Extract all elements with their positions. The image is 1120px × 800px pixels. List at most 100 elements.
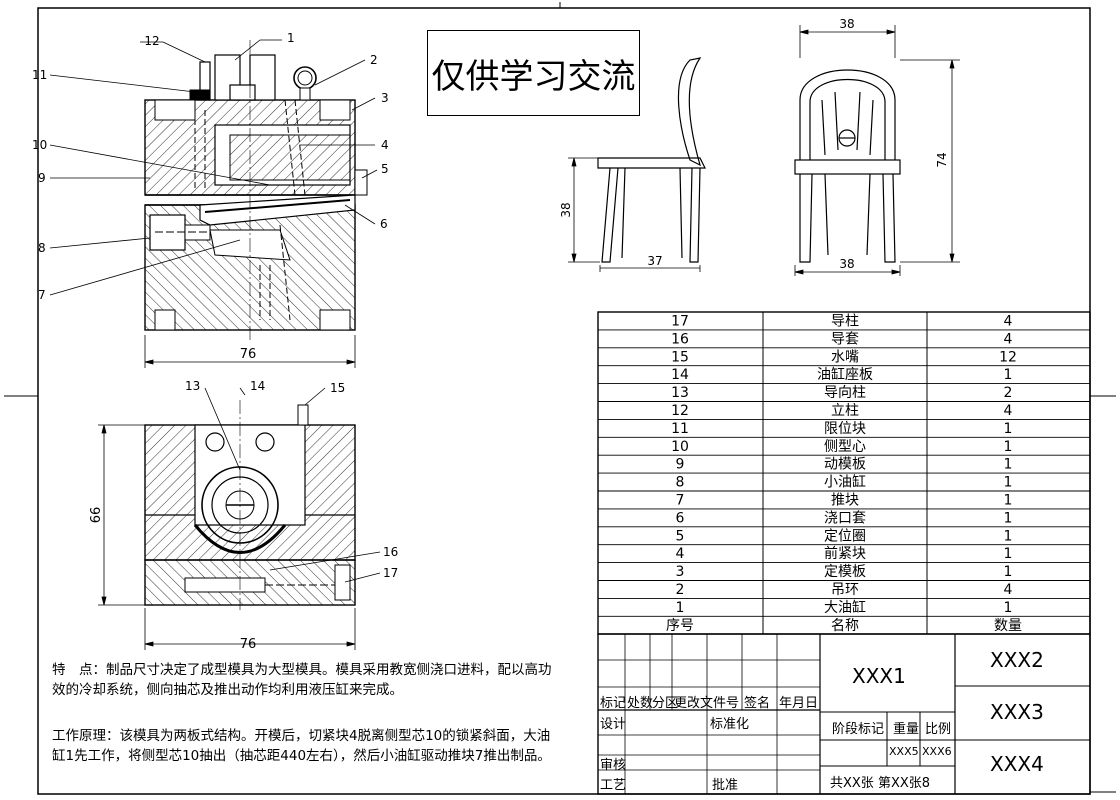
bom-cell-name: 小油缸 (824, 474, 866, 491)
tb-design: 设计 (600, 717, 627, 732)
callout-10: 10 (32, 138, 47, 152)
tb-rev-2: 处数 (627, 696, 654, 711)
bom-cell-no: 10 (671, 439, 689, 455)
bom-cell-qty: 4 (1004, 331, 1013, 347)
title-block (597, 633, 1091, 795)
bom-cell-qty: 1 (1004, 457, 1013, 473)
callout-6: 6 (380, 217, 388, 231)
bom-cell-name: 导向柱 (824, 385, 866, 401)
tb-stage: 阶段标记 (832, 722, 885, 737)
bottom-section-view (144, 400, 356, 610)
tb-xxx2: XXX2 (990, 648, 1044, 672)
bom-cell-no: 14 (671, 367, 689, 383)
chair-front-dims (794, 25, 960, 276)
tb-weight: 重量 (893, 722, 920, 737)
chair-bottom-width-label: 38 (839, 257, 854, 271)
notes-principle: 工作原理：该模具为两板式结构。开模后，切紧块4脱离侧型芯10的锁紧斜面，大油缸1… (52, 728, 551, 764)
bom-header-no: 序号 (666, 618, 694, 634)
tb-process: 工艺 (600, 778, 627, 793)
callout-14: 14 (250, 379, 265, 393)
chair-side-dims (568, 157, 701, 272)
chair-side-view (597, 57, 706, 263)
tb-xxx5: XXX5 (889, 745, 919, 758)
callout-4: 4 (381, 138, 389, 152)
bom-cell-no: 6 (676, 510, 685, 526)
bom-cell-qty: 1 (1004, 367, 1013, 383)
chair-top-width-label: 38 (839, 17, 854, 31)
side-depth-label: 37 (647, 254, 662, 268)
tb-rev-1: 标记 (600, 696, 627, 711)
chair-front-view (794, 69, 901, 263)
callout-7: 7 (38, 288, 46, 302)
tb-rev-5: 签名 (744, 696, 771, 711)
bom-cell-no: 15 (671, 349, 689, 365)
bom-cell-name: 动模板 (824, 457, 866, 473)
bom-cell-no: 3 (676, 564, 685, 580)
callout-9: 9 (38, 171, 46, 185)
bom-cell-no: 17 (671, 314, 689, 330)
tb-review: 审核 (600, 758, 627, 773)
bom-cell-qty: 1 (1004, 546, 1013, 562)
bom-cell-no: 12 (671, 403, 689, 419)
callout-5: 5 (381, 162, 389, 176)
side-height-label: 38 (559, 202, 573, 217)
callout-15: 15 (330, 381, 345, 395)
bom-cell-no: 1 (676, 600, 685, 616)
bom-cell-name: 吊环 (831, 582, 859, 598)
tb-rev-6: 年月日 (779, 696, 819, 711)
callout-12: 12 (144, 34, 159, 48)
features-text: 制品尺寸决定了成型模具为大型模具。模具采用教宽侧浇口进料，配以高功效的冷却系统，… (52, 662, 552, 698)
tb-xxx4: XXX4 (990, 752, 1044, 776)
bom-cell-no: 4 (676, 546, 685, 562)
bottom-leaders (204, 387, 381, 583)
bom-cell-qty: 12 (999, 349, 1017, 365)
callout-17: 17 (383, 566, 398, 580)
bom-cell-name: 油缸座板 (817, 366, 873, 383)
chair-height-label: 74 (935, 152, 949, 167)
bom-cell-name: 定模板 (824, 564, 866, 580)
tb-sheets: 共XX张 第XX张8 (830, 776, 931, 791)
tb-rev-4: 更改文件号 (674, 696, 740, 711)
bom-cell-name: 水嘴 (831, 349, 859, 365)
bom-cell-qty: 4 (1004, 314, 1013, 330)
bom-cell-name: 限位块 (824, 421, 866, 437)
bom-cell-name: 前紧块 (824, 545, 866, 562)
callout-13: 13 (185, 379, 200, 393)
bom-header-name: 名称 (831, 618, 859, 634)
bom-cell-name: 导套 (831, 331, 859, 347)
tb-xxx1: XXX1 (852, 664, 906, 688)
bottom-dim-height-label: 66 (89, 507, 104, 524)
bom-cell-qty: 1 (1004, 475, 1013, 491)
bom-cell-qty: 1 (1004, 528, 1013, 544)
bom-cell-qty: 1 (1004, 439, 1013, 455)
bom-cell-qty: 1 (1004, 510, 1013, 526)
watermark-stamp: 仅供学习交流 (427, 30, 640, 116)
bom-cell-qty: 1 (1004, 564, 1013, 580)
callout-11: 11 (32, 68, 47, 82)
callout-2: 2 (370, 53, 378, 67)
bom-cell-no: 11 (671, 421, 689, 437)
front-dim-width-label: 76 (240, 347, 257, 362)
bom-cell-no: 7 (676, 493, 685, 509)
bottom-dims (98, 424, 356, 650)
bom-cell-name: 定位圈 (824, 528, 866, 544)
front-dim-width (144, 335, 356, 368)
bom-cell-no: 2 (676, 582, 685, 598)
bottom-dim-width-label: 76 (240, 637, 257, 652)
bom-header-qty: 数量 (994, 618, 1022, 634)
features-label: 特 点： (52, 662, 106, 678)
bom-cell-name: 导柱 (831, 314, 859, 330)
bom-cell-name: 推块 (831, 493, 859, 509)
bom-cell-qty: 4 (1004, 582, 1013, 598)
bom-cell-qty: 2 (1004, 385, 1013, 401)
bom-cell-no: 13 (671, 385, 689, 401)
callout-1: 1 (287, 31, 295, 45)
callout-16: 16 (383, 545, 398, 559)
tb-approve: 批准 (712, 778, 739, 793)
bom-cell-name: 浇口套 (824, 510, 866, 526)
bom-cell-no: 16 (671, 331, 689, 347)
front-leaders (49, 39, 378, 296)
tb-standard: 标准化 (710, 717, 750, 732)
